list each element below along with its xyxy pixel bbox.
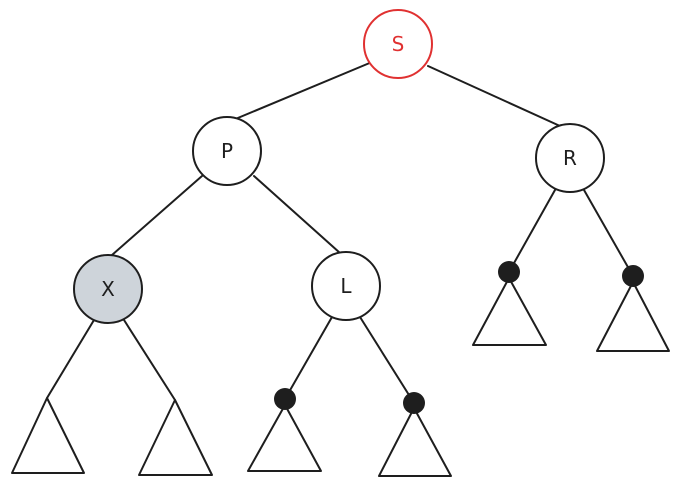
- black-node-dot: [403, 392, 425, 414]
- edge-x-left-subtree: [46, 319, 95, 399]
- node-p-circle: [192, 116, 262, 186]
- node-s-circle: [363, 9, 433, 79]
- subtree-triangle: [472, 277, 547, 346]
- edge-l-right-dot: [359, 316, 415, 404]
- black-node-dot: [498, 261, 520, 283]
- node-x: X: [73, 254, 143, 324]
- edge-s-r: [427, 65, 561, 127]
- node-s: S: [363, 9, 433, 79]
- edge-r-left-dot: [508, 189, 556, 273]
- node-p: P: [192, 116, 262, 186]
- node-l: L: [311, 251, 381, 321]
- node-l-circle: [311, 251, 381, 321]
- edge-x-right-subtree: [123, 319, 176, 401]
- node-p-label: P: [221, 139, 233, 163]
- node-r: R: [535, 123, 605, 193]
- node-r-circle: [535, 123, 605, 193]
- node-s-label: S: [392, 32, 405, 56]
- subtree-triangle: [378, 407, 452, 477]
- subtree-triangle: [596, 281, 670, 352]
- node-x-label: X: [101, 277, 115, 301]
- node-l-label: L: [340, 274, 352, 298]
- edge-s-p: [232, 61, 373, 121]
- edge-r-right-dot: [583, 189, 634, 277]
- node-x-circle: [73, 254, 143, 324]
- black-node-dot: [274, 388, 296, 410]
- edge-l-left-dot: [284, 316, 333, 400]
- subtree-triangle: [138, 399, 213, 476]
- edge-p-x: [111, 175, 203, 256]
- black-node-dot: [622, 265, 644, 287]
- subtree-triangle: [11, 397, 85, 474]
- subtree-triangle: [247, 404, 322, 472]
- node-r-label: R: [563, 146, 577, 170]
- edge-p-l: [253, 175, 341, 254]
